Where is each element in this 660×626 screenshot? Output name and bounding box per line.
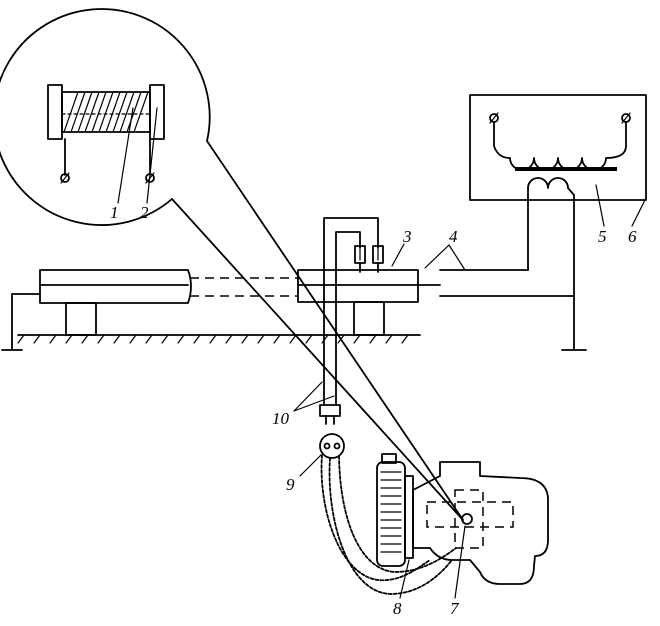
cylinder-block-dashed <box>426 501 514 528</box>
leader-3 <box>391 243 405 267</box>
secondary-leads <box>424 194 587 351</box>
support-left <box>65 302 97 336</box>
leader-4a <box>424 244 450 269</box>
ground-hatching <box>17 334 409 344</box>
leader-6 <box>631 197 647 227</box>
support-middle <box>353 301 385 336</box>
leader-8 <box>399 559 410 599</box>
pipe-left-section <box>39 269 192 304</box>
secondary-winding <box>527 177 575 196</box>
coil-frame-left-cap <box>47 84 63 140</box>
leader-9 <box>299 454 322 477</box>
magnifier-leader-top <box>206 140 464 521</box>
primary-winding <box>493 121 627 171</box>
label-9: 9 <box>286 475 295 494</box>
engine-assembly <box>376 453 549 599</box>
detail-magnifier <box>0 8 464 521</box>
radiator-side-panel <box>404 475 414 559</box>
label-10: 10 <box>272 409 290 428</box>
label-7: 7 <box>450 599 460 618</box>
label-1: 1 <box>110 203 119 222</box>
cylinder-vertical-dashed <box>454 489 484 549</box>
engine-body <box>412 461 549 585</box>
grounding-chains <box>320 454 457 595</box>
wiring-frame-outer <box>323 217 379 406</box>
radiator <box>376 461 406 567</box>
radiator-cap <box>381 453 397 464</box>
heater-element-7 <box>461 513 473 525</box>
socket-9 <box>299 433 345 477</box>
leader-10a <box>293 381 323 412</box>
cable-plug <box>319 404 341 417</box>
leader-1 <box>117 107 134 204</box>
magnifier-circle <box>0 8 211 226</box>
leader-2 <box>146 107 158 204</box>
label-2: 2 <box>140 203 149 222</box>
coil-winding <box>61 91 151 133</box>
measurement-wiring <box>293 217 384 425</box>
label-6: 6 <box>628 227 637 246</box>
leader-4b <box>448 244 466 271</box>
label-3: 3 <box>402 227 412 246</box>
radiator-fins <box>380 471 402 553</box>
leader-10b <box>293 395 335 412</box>
pipeline <box>1 243 441 351</box>
leader-5 <box>595 184 605 227</box>
wiring-frame-inner <box>335 231 361 406</box>
heating-coil-detail <box>47 84 165 204</box>
magnifier-leader-bottom <box>171 198 464 521</box>
transformer-unit <box>469 94 647 227</box>
label-5: 5 <box>598 227 607 246</box>
pipe-clamp-3 <box>297 269 419 303</box>
label-8: 8 <box>393 599 402 618</box>
label-4: 4 <box>449 227 458 246</box>
coil-terminal-left <box>60 172 70 184</box>
callout-labels: 1 2 3 4 5 6 7 8 9 10 <box>110 203 637 618</box>
transformer-housing <box>469 94 647 201</box>
leader-7 <box>454 525 466 599</box>
